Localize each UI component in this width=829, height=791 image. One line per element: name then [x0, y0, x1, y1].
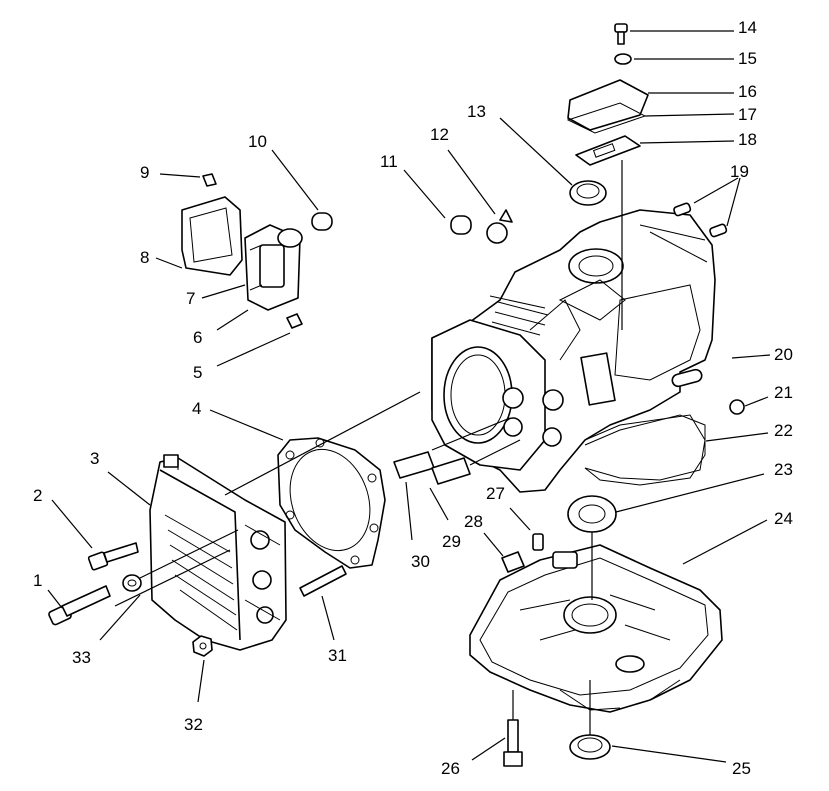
stud-31	[299, 565, 347, 597]
fitting-28	[501, 551, 525, 573]
bolt-2	[87, 542, 139, 571]
callout-15: 15	[738, 49, 757, 68]
callout-31: 31	[328, 646, 347, 665]
callout-4: 4	[192, 399, 201, 418]
pin-19a	[673, 202, 692, 217]
pin-19b	[709, 223, 728, 238]
callout-8: 8	[140, 248, 149, 267]
screw-5	[286, 313, 303, 329]
washer-33	[122, 574, 142, 592]
callout-27: 27	[486, 484, 505, 503]
callout-11: 11	[380, 152, 398, 171]
callout-1: 1	[33, 571, 42, 590]
callout-9: 9	[140, 163, 149, 182]
callout-3: 3	[90, 449, 99, 468]
dowel-29	[431, 457, 471, 485]
pin-27	[532, 533, 544, 551]
leader-lines	[47, 30, 771, 763]
callout-28: 28	[464, 512, 483, 531]
callout-22: 22	[774, 421, 793, 440]
callout-20: 20	[774, 345, 793, 364]
callout-16: 16	[738, 82, 757, 101]
washer-15	[614, 53, 632, 65]
breather-assembly	[181, 196, 303, 311]
crankcase-block	[431, 209, 716, 493]
callout-labels: 1 2 3 4 5 6 7 8 9 10 11 12 13 14 15 16 1…	[33, 18, 793, 778]
callout-29: 29	[442, 532, 461, 551]
callout-17: 17	[738, 105, 757, 124]
callout-2: 2	[33, 486, 42, 505]
callout-6: 6	[193, 328, 202, 347]
nut-32	[192, 635, 213, 657]
sleeve-10	[311, 212, 333, 231]
callout-32: 32	[184, 715, 203, 734]
callout-7: 7	[186, 289, 195, 308]
callout-10: 10	[248, 132, 267, 151]
callout-12: 12	[430, 125, 449, 144]
screw-14	[614, 23, 628, 45]
plug-21	[729, 399, 745, 415]
bolt-26	[503, 719, 523, 767]
dowel-30	[393, 451, 435, 479]
callout-19: 19	[730, 162, 749, 181]
bolt-1	[48, 585, 111, 626]
callout-5: 5	[193, 363, 202, 382]
callout-24: 24	[774, 509, 793, 528]
callout-25: 25	[732, 759, 751, 778]
cover-plate-16	[567, 79, 649, 131]
callout-21: 21	[774, 383, 793, 402]
bearing-23	[567, 495, 617, 533]
callout-30: 30	[411, 552, 430, 571]
seal-25	[569, 734, 611, 760]
crankcase-cover	[469, 544, 723, 713]
callout-18: 18	[738, 130, 757, 149]
callout-14: 14	[738, 18, 757, 37]
gasket-18	[575, 135, 641, 166]
cylinder-head	[149, 454, 287, 651]
callout-26: 26	[441, 759, 460, 778]
callout-13: 13	[467, 102, 486, 121]
sleeve-11	[450, 215, 472, 235]
clamp-12	[486, 209, 513, 244]
crankcase-gasket	[584, 414, 706, 486]
callout-33: 33	[72, 648, 91, 667]
seal-13	[569, 180, 607, 206]
head-gasket	[277, 437, 386, 569]
screw-9	[202, 173, 217, 187]
callout-23: 23	[774, 460, 793, 479]
